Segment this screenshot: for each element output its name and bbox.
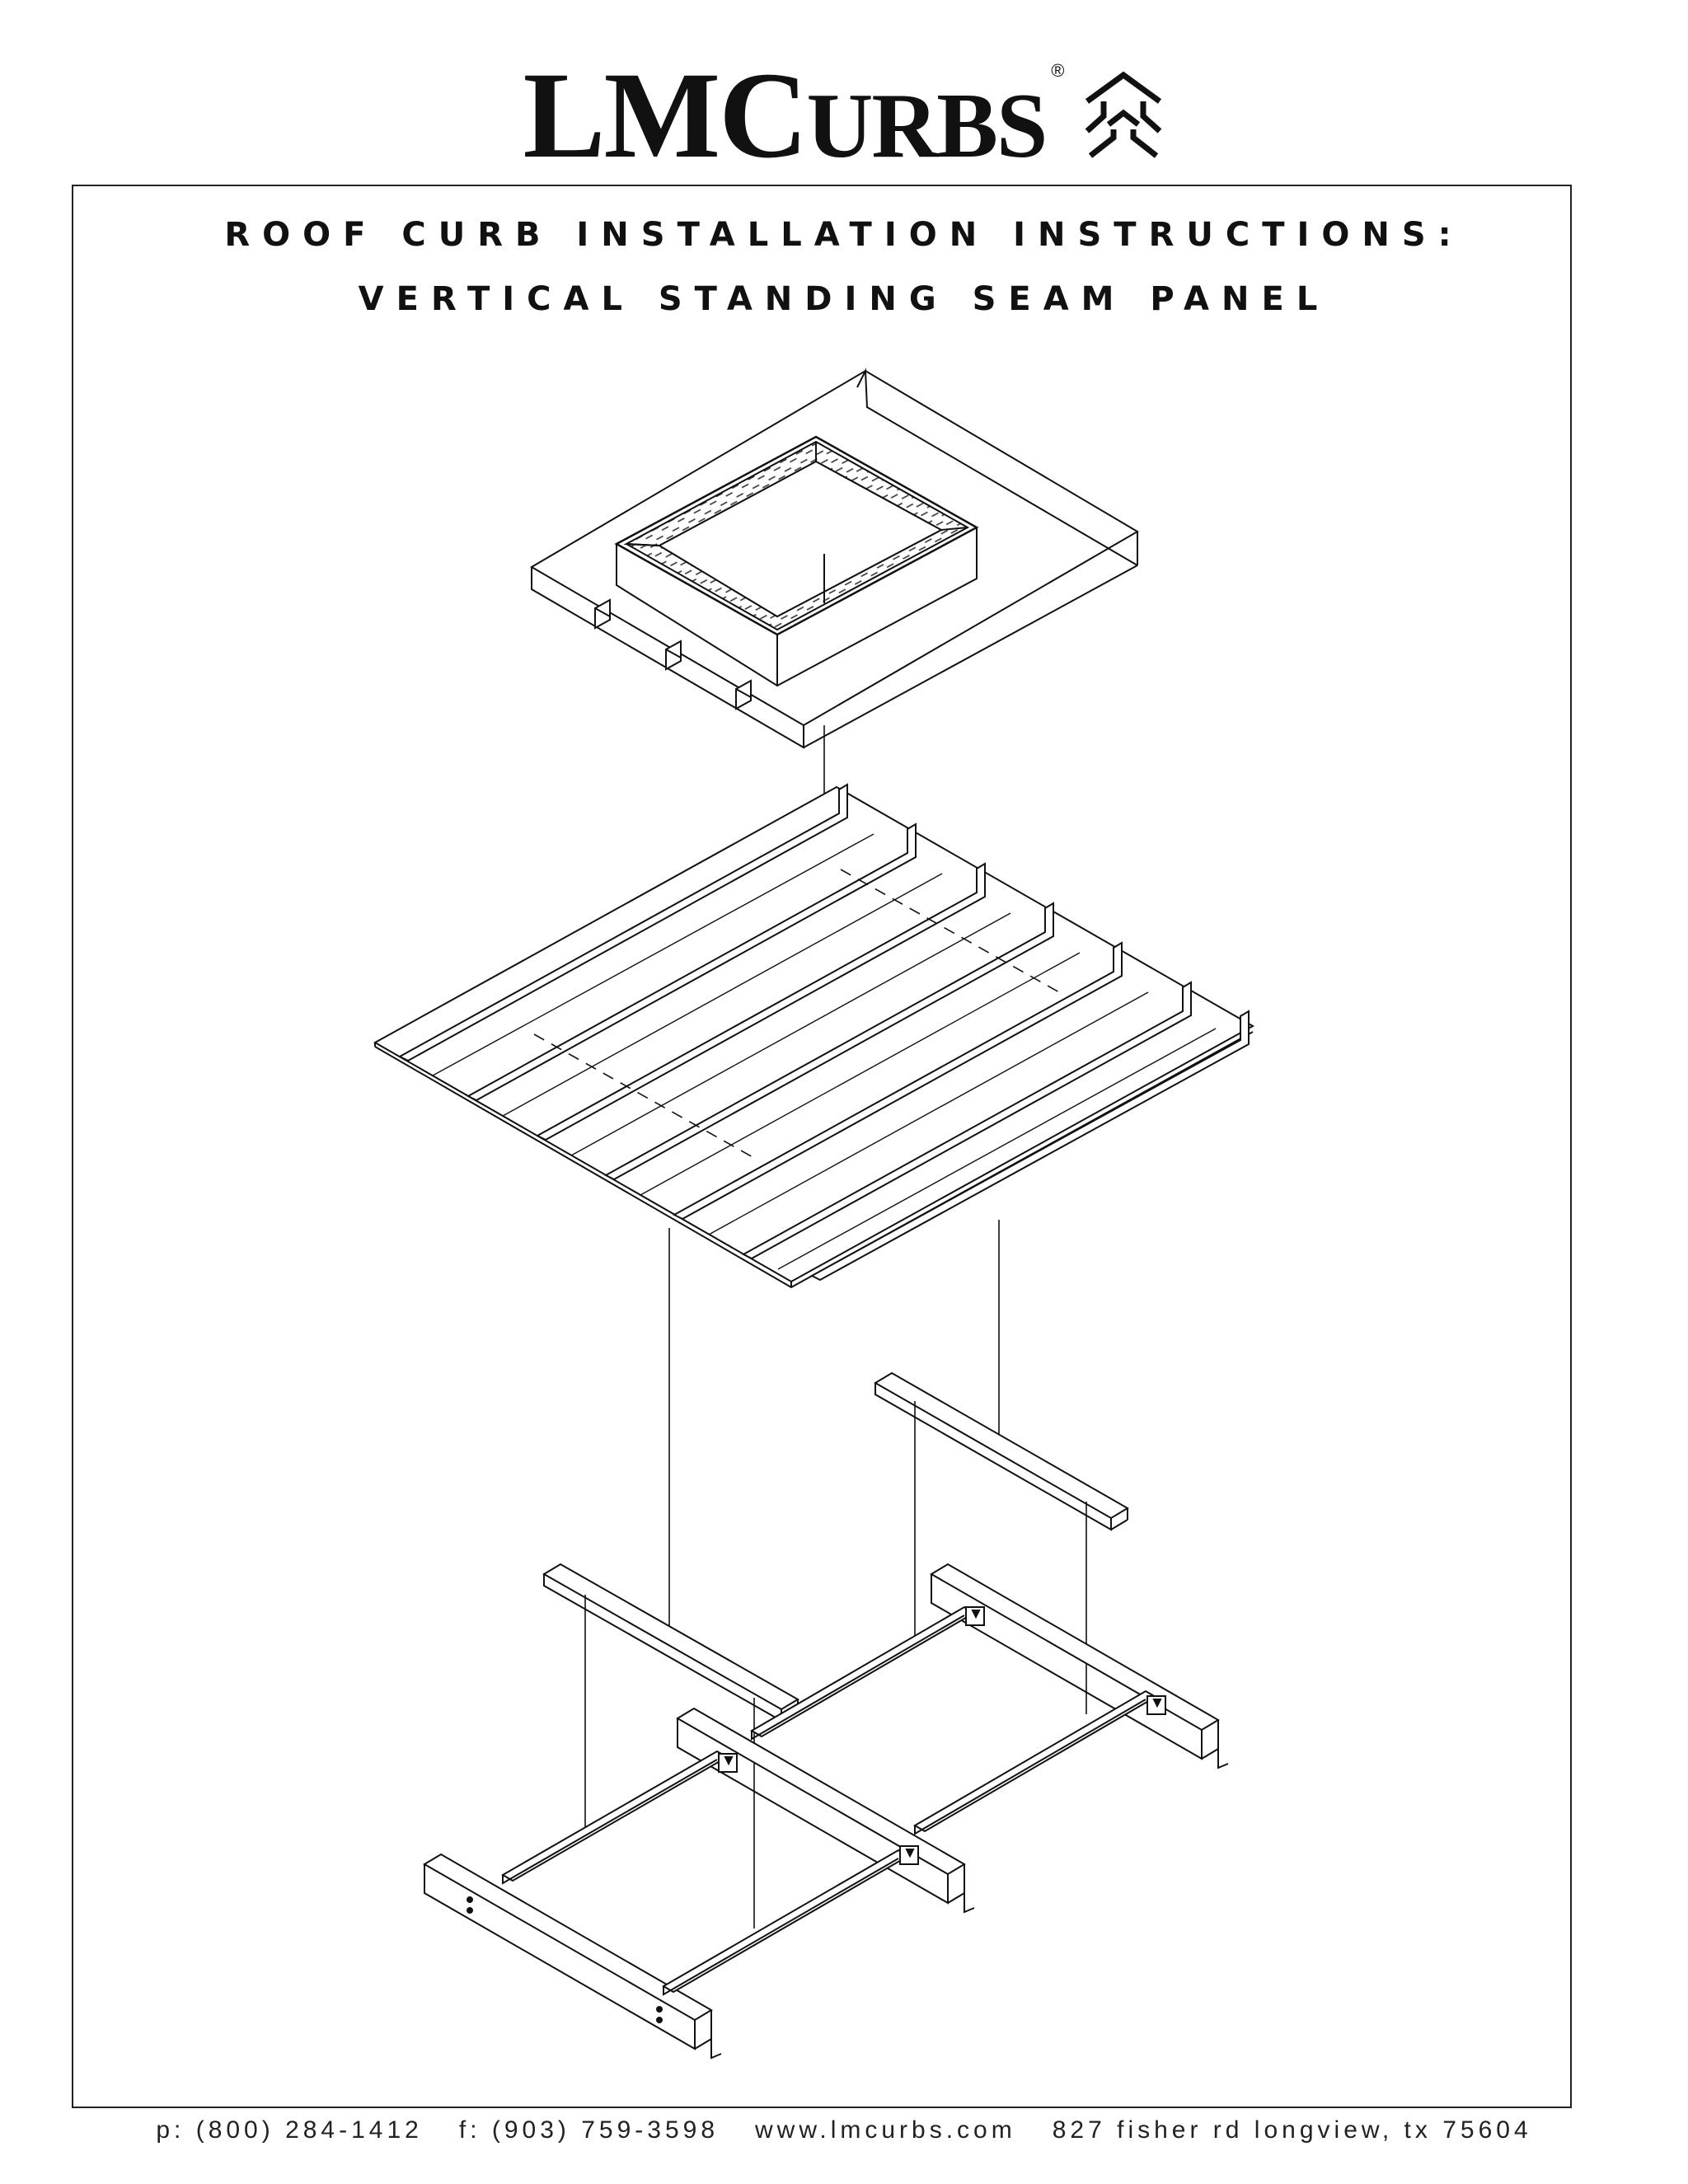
rail-brackets	[718, 1606, 1166, 1865]
footer-phone: p: (800) 284-1412	[156, 2116, 423, 2144]
title-line-2: VERTICAL STANDING SEAM PANEL	[358, 280, 1330, 318]
page-frame	[72, 185, 1572, 2108]
contact-footer: p: (800) 284-1412 f: (903) 759-3598 www.lm…	[0, 2116, 1688, 2144]
front-rail	[423, 1853, 722, 2060]
middle-rail	[676, 1707, 975, 1914]
curb-support-subframe	[423, 1371, 1229, 2060]
registered-mark: ®	[1051, 60, 1065, 81]
footer-address: 827 fisher rd longview, tx 75604	[1052, 2116, 1532, 2144]
upper-cross-member	[874, 1371, 1129, 1531]
roof-curb-assembly	[530, 368, 1139, 749]
panel-clip-tabs	[594, 598, 752, 710]
logo-text-c: C	[719, 47, 808, 184]
lmcurbs-roof-mark-icon	[1085, 71, 1162, 158]
standing-seam-roof-panel	[373, 783, 1255, 1289]
flashing-back-edge	[856, 368, 1138, 566]
left-cross-member	[542, 1563, 799, 1722]
footer-website-link[interactable]: www.lmcurbs.com	[755, 2116, 1016, 2144]
logo-text-urbs: URBS	[806, 75, 1048, 177]
standing-seams	[397, 783, 1250, 1282]
panel-ribs	[432, 833, 1217, 1270]
logo-text-lm: LM	[523, 47, 721, 184]
footer-fax: f: (903) 759-3598	[458, 2116, 720, 2144]
back-rail	[930, 1563, 1229, 1769]
roof-panel-sheet	[373, 785, 1255, 1283]
opening-cut-line	[533, 869, 1062, 1159]
cross-struts	[501, 1605, 1157, 1996]
title-line-1: ROOF CURB INSTALLATION INSTRUCTIONS:	[224, 216, 1464, 254]
